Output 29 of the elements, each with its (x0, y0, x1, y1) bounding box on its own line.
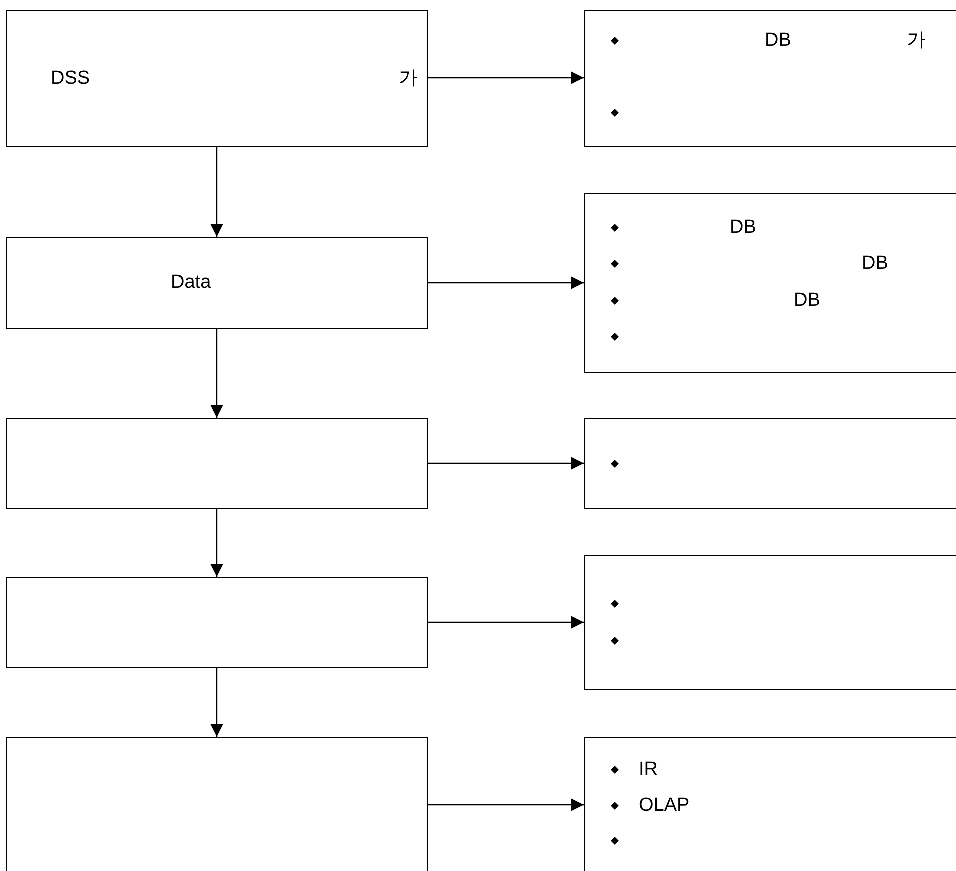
process-box (6, 10, 428, 147)
arrow (210, 509, 224, 577)
arrow (210, 329, 224, 418)
process-box (6, 418, 428, 509)
list-item-text: 가 (907, 30, 926, 52)
process-box (584, 737, 956, 871)
process-box (584, 418, 956, 509)
box-label: DSS (51, 68, 90, 90)
list-item-text: DB (765, 30, 792, 52)
list-item-text: DB (794, 290, 820, 312)
box-label: Data (171, 272, 212, 294)
process-box (6, 577, 428, 668)
process-box (584, 555, 956, 690)
process-box (584, 10, 956, 147)
process-box (584, 193, 956, 373)
list-item-text: OLAP (639, 795, 690, 817)
arrow (428, 72, 584, 84)
list-item-text: IR (639, 759, 658, 781)
arrow (428, 798, 584, 812)
list-item-text: DB (730, 217, 756, 239)
arrow (428, 616, 584, 629)
process-box (6, 237, 428, 329)
arrow (210, 668, 224, 737)
box-label: 가 (399, 68, 418, 90)
list-item-text: DB (862, 253, 888, 275)
arrow (428, 457, 584, 470)
arrow (210, 147, 224, 237)
process-box (6, 737, 428, 871)
arrow (428, 276, 584, 290)
